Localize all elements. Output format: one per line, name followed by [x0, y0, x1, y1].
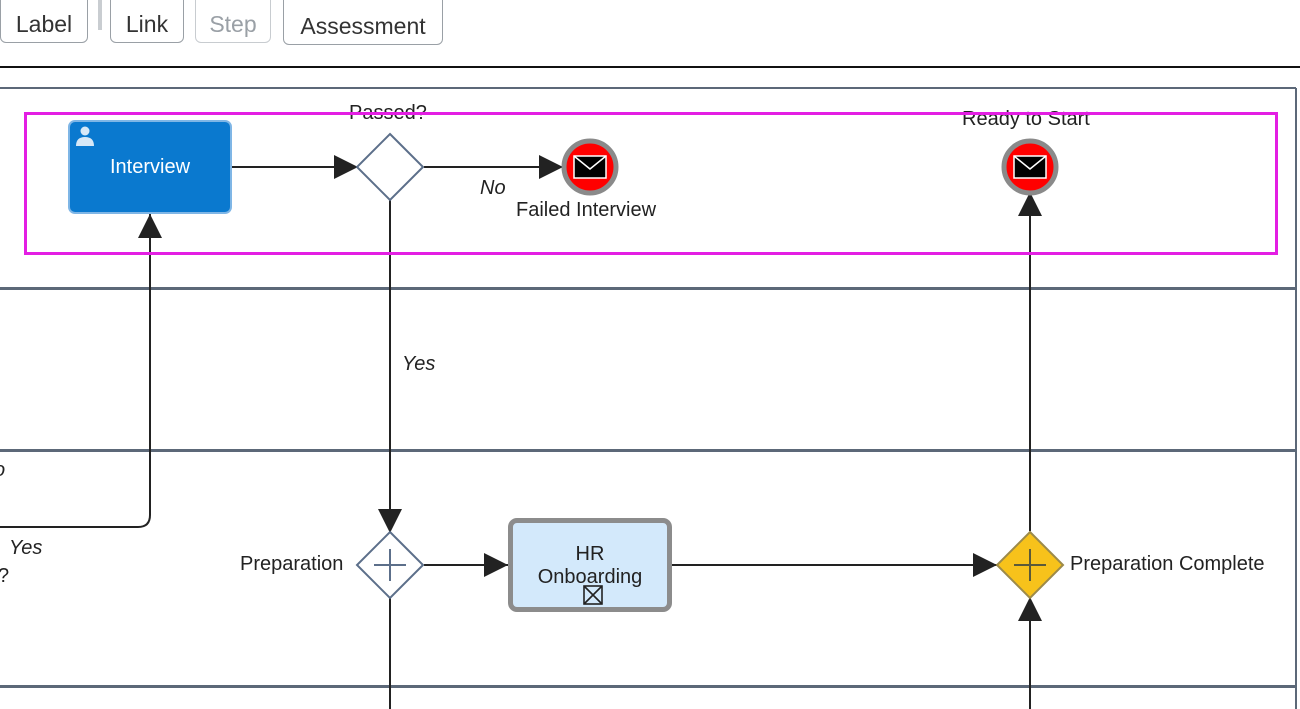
flow-no-label: No — [480, 177, 506, 199]
interview-task[interactable]: Interview — [68, 120, 232, 214]
envelope-icon — [1013, 155, 1047, 179]
assessment-button[interactable]: Assessment — [283, 0, 443, 45]
label-button-label: Label — [15, 11, 73, 37]
toolbar-divider — [0, 66, 1300, 68]
subprocess-marker-icon — [583, 585, 603, 605]
label-button[interactable]: Label — [0, 0, 88, 43]
failed-interview-label: Failed Interview — [516, 199, 657, 221]
step-button[interactable]: Step — [195, 0, 271, 43]
envelope-icon — [573, 155, 607, 179]
preparation-gateway-label: Preparation — [240, 553, 344, 575]
link-button-label: Link — [125, 11, 169, 37]
diagram-drawing — [0, 87, 1297, 709]
pool-border — [0, 87, 1297, 709]
ready-to-start-event[interactable] — [1001, 138, 1059, 196]
assessment-button-label: Assessment — [300, 13, 426, 39]
lane-divider — [0, 287, 1296, 290]
link-button[interactable]: Link — [110, 0, 184, 43]
user-icon — [76, 126, 94, 146]
flow-yes-label: Yes — [402, 353, 436, 375]
hr-onboarding-task-label: HR Onboarding — [537, 543, 643, 588]
interview-task-label: Interview — [109, 155, 191, 178]
preparation-gateway[interactable] — [355, 530, 425, 600]
process-canvas[interactable]: Interview HR Onboarding Passed? Failed I… — [0, 68, 1300, 709]
toolbar: Label Link Step Assessment — [0, 0, 1300, 66]
failed-interview-event[interactable] — [561, 138, 619, 196]
preparation-complete-gateway[interactable] — [995, 530, 1065, 600]
lane-divider — [0, 449, 1296, 452]
toolbar-separator — [98, 0, 102, 30]
selection-rectangle[interactable] — [24, 112, 1278, 255]
flow-yes-left-label: Yes — [9, 537, 43, 559]
cut-off-label-top: o — [0, 459, 5, 482]
lane-divider — [0, 685, 1296, 688]
flow-yes-back-to-interview[interactable] — [0, 214, 162, 528]
cut-off-label-bottom: ? — [0, 565, 9, 588]
step-button-label: Step — [209, 11, 257, 37]
preparation-complete-label: Preparation Complete — [1070, 553, 1265, 575]
hr-onboarding-task[interactable]: HR Onboarding — [508, 518, 672, 612]
passed-gateway[interactable] — [355, 132, 425, 202]
